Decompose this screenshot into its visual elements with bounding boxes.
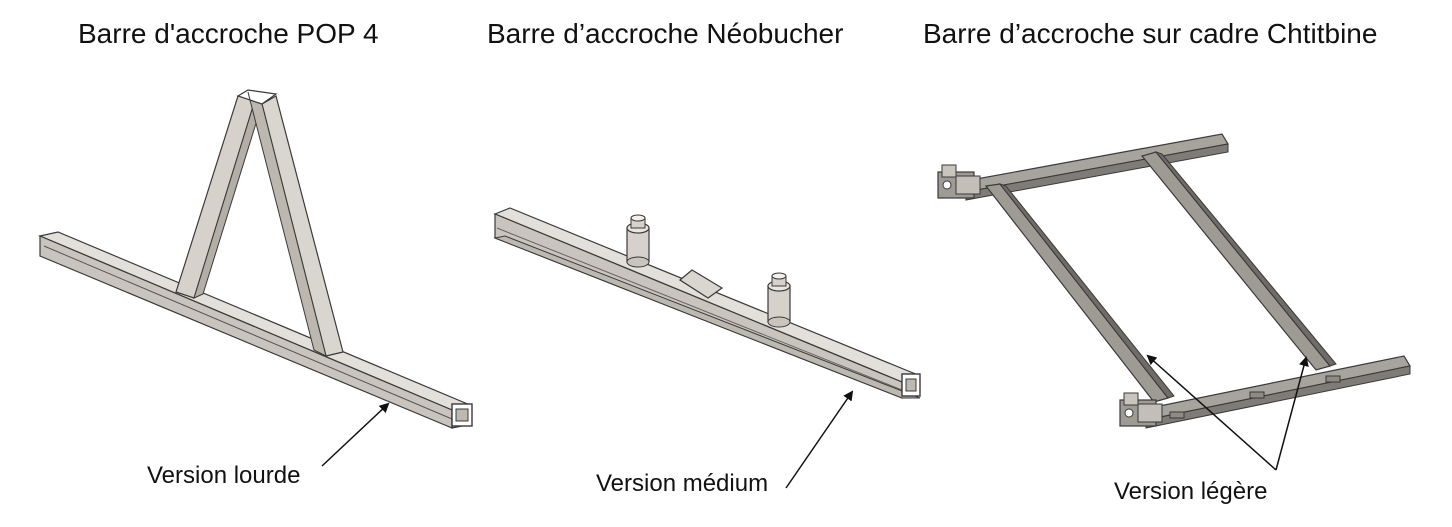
chtitbine-right-rail [1140,151,1332,371]
pop4-hitch-bar [38,89,473,429]
pop4-callout-arrow [321,402,390,467]
chtitbine-frame [937,133,1411,429]
neobucher-hitch-bar [493,207,921,399]
chtitbine-callout-arrow-left [1146,354,1277,471]
neobucher-center-plate [678,269,724,299]
caption-version-lourde: Version lourde [147,462,301,489]
neobucher-callout-arrow [785,390,854,489]
title-pop4: Barre d'accroche POP 4 [78,18,379,49]
pop4-aframe-left-leg [175,95,256,299]
chtitbine-top-hitch-bracket [937,164,981,199]
caption-version-medium: Version médium [596,470,769,497]
pop4-aframe-apex [236,89,278,105]
chtitbine-left-rail [984,183,1170,403]
pop4-beam-top [38,231,472,411]
chtitbine-bottom-bar [1139,355,1411,421]
chtitbine-bottom-hitch-bracket [1119,392,1163,427]
title-chtitbine: Barre d’accroche sur cadre Chtitbine [923,18,1378,49]
chtitbine-top-bar [959,133,1229,193]
caption-version-legere: Version légère [1114,478,1268,505]
title-neobucher: Barre d’accroche Néobucher [487,18,844,49]
chtitbine-callout-arrow-right [1275,356,1309,471]
neobucher-right-pin [767,272,791,328]
neobucher-left-pin [626,214,650,268]
pop4-aframe-right-leg [261,95,344,357]
